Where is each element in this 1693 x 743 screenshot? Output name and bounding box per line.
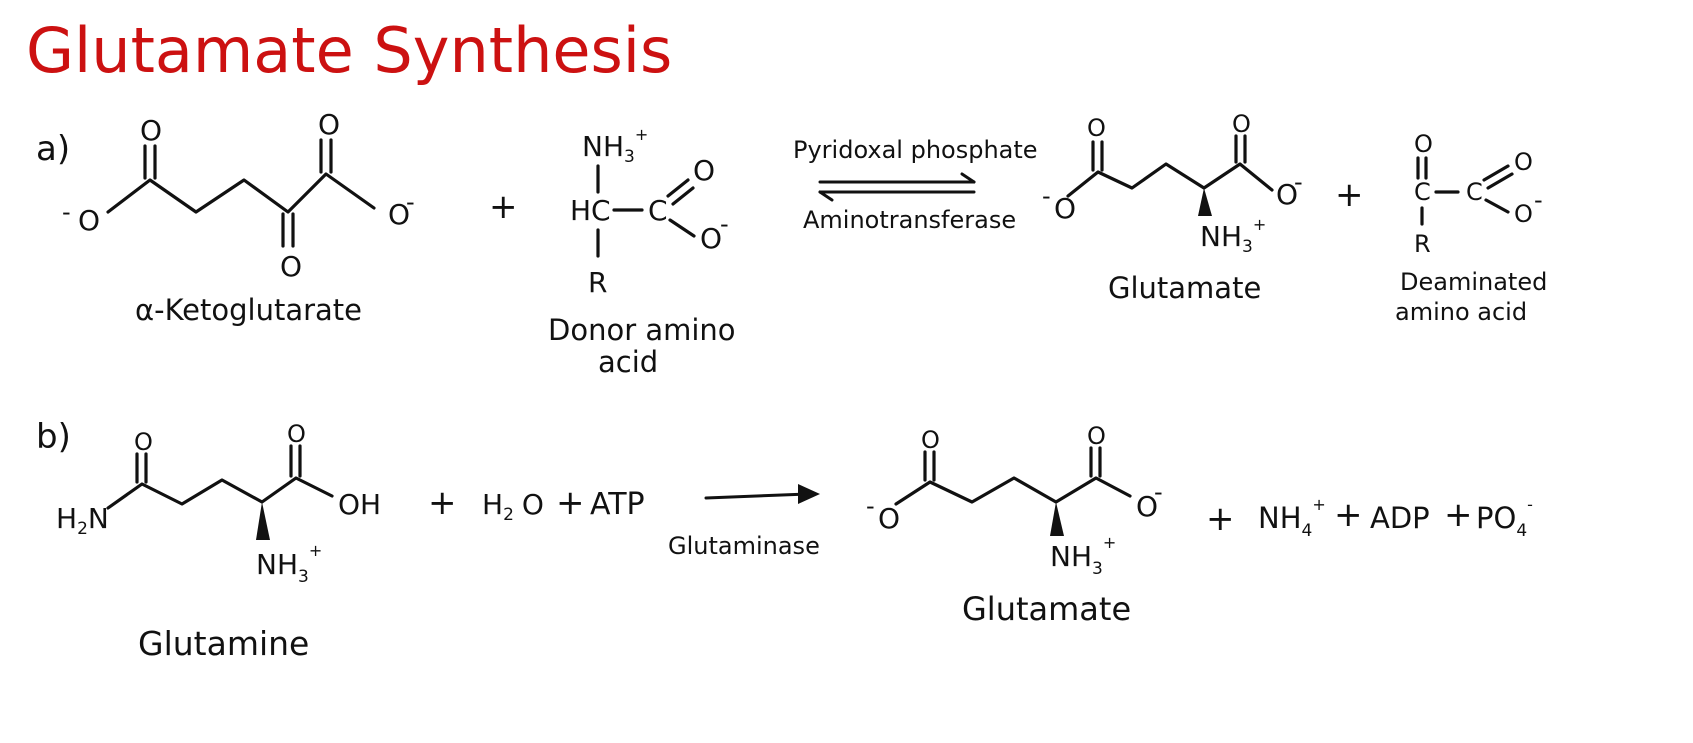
donor-o-single-bond	[668, 218, 696, 238]
glutamate-b-chain-bond	[894, 476, 1132, 506]
akg-chain-bond	[106, 172, 376, 214]
glutamine-amine: NH3+	[256, 541, 322, 587]
plus-sign-b3: +	[1206, 499, 1235, 539]
donor-double-bond-a	[666, 178, 690, 198]
akg-left-charge: -	[62, 198, 71, 226]
glutamine-label: Glutamine	[138, 624, 309, 663]
glutamine-amide-group: H2N	[56, 502, 109, 539]
deaminated-carboxyl-double-a	[1482, 164, 1510, 182]
glutamine-oxygen-right: O	[287, 420, 306, 448]
glutamate-label-a: Glutamate	[1108, 271, 1261, 305]
deaminated-label-line2: amino acid	[1395, 298, 1527, 326]
glutamate-a-oxygen-right: O	[1232, 110, 1251, 138]
donor-hc-label: HC	[570, 194, 611, 227]
alpha-ketoglutarate-structure: O O O - O O -	[62, 108, 415, 283]
reaction-arrow-head	[798, 484, 820, 504]
donor-r-group: R	[588, 266, 607, 299]
donor-carbonyl-oxygen: O	[693, 154, 715, 187]
donor-carboxyl-carbon: C	[648, 194, 668, 227]
deaminated-oxygen-charge: -	[1534, 186, 1543, 214]
akg-oxygen-3: O	[280, 250, 302, 283]
glutamine-structure: H2N O O OH NH3+	[56, 420, 381, 587]
plus-sign-a2: +	[1335, 175, 1364, 215]
step-label-b: b)	[36, 417, 71, 457]
glutamate-b-oxygen-right: O	[1087, 422, 1106, 450]
deaminated-oxygen: O	[1514, 200, 1533, 228]
glutamate-b-right-oxygen: O	[1136, 490, 1158, 523]
glutamate-a-chain-bond	[1066, 162, 1274, 198]
donor-oxygen-charge: -	[720, 210, 729, 238]
glutamate-a-amine: NH3+	[1200, 215, 1266, 257]
cofactor-label: Pyridoxal phosphate	[793, 136, 1038, 164]
adp-label: ADP	[1370, 501, 1430, 535]
deaminated-carbon-1: C	[1414, 178, 1431, 206]
akg-right-oxygen: O	[388, 198, 410, 231]
plus-sign-b4: +	[1334, 495, 1363, 535]
akg-right-charge: -	[406, 188, 415, 216]
deaminated-keto-oxygen: O	[1414, 130, 1433, 158]
glutamate-b-left-charge: -	[866, 492, 875, 520]
akg-oxygen-1: O	[140, 114, 162, 147]
donor-nh3-label: NH3+	[582, 125, 648, 167]
glutamine-hydroxyl: OH	[338, 488, 381, 521]
akg-left-oxygen: O	[78, 204, 100, 237]
reaction-arrow-line	[704, 492, 810, 500]
donor-amino-acid-label-line1: Donor amino	[548, 313, 736, 347]
forward-arrow-head	[960, 172, 976, 184]
deaminated-carboxyl-oxygen: O	[1514, 148, 1533, 176]
deaminated-r-group: R	[1414, 230, 1431, 258]
plus-sign-b1: +	[428, 483, 457, 523]
deaminated-label-line1: Deaminated	[1400, 268, 1547, 296]
deaminated-o-single-bond	[1484, 198, 1510, 214]
glutamate-b-amine: NH3+	[1050, 533, 1116, 579]
reverse-arrow-head	[818, 190, 834, 202]
deaminated-carboxyl-double-b	[1486, 172, 1514, 190]
deaminated-amino-acid-structure: O C C O O - R	[1414, 130, 1543, 258]
glutaminase-label: Glutaminase	[668, 532, 820, 560]
phosphate-formula: PO4-	[1476, 495, 1533, 541]
donor-double-bond-b	[671, 186, 695, 206]
glutamine-oxygen-left: O	[134, 428, 153, 456]
step-label-a: a)	[36, 129, 70, 169]
donor-amino-acid-label-line2: acid	[598, 345, 658, 379]
ammonium-formula: NH4+	[1258, 495, 1326, 541]
plus-sign-b5: +	[1444, 495, 1473, 535]
glutamate-a-oxygen-left: O	[1087, 114, 1106, 142]
glutamate-a-left-charge: -	[1042, 182, 1051, 210]
glutamine-wedge-bond	[256, 502, 270, 540]
deaminated-carbon-2: C	[1466, 178, 1483, 206]
glutamate-structure-a: O O - O O - NH3+	[1042, 110, 1303, 257]
equilibrium-arrow	[818, 172, 976, 202]
glutamate-structure-b: O O - O O - NH3+	[866, 422, 1163, 579]
akg-oxygen-2: O	[318, 108, 340, 141]
glutamate-a-right-charge: -	[1294, 168, 1303, 196]
atp-label: ATP	[590, 487, 645, 522]
glutamate-b-right-charge: -	[1154, 478, 1163, 506]
glutamate-a-left-oxygen: O	[1054, 192, 1076, 225]
glutamate-b-left-oxygen: O	[878, 502, 900, 535]
plus-sign-b2: +	[556, 483, 585, 523]
aminotransferase-label: Aminotransferase	[803, 206, 1016, 234]
glutaminase-reaction-arrow	[704, 484, 820, 504]
glutamate-b-wedge-bond	[1050, 502, 1064, 536]
glutamine-chain-bond	[106, 476, 334, 510]
donor-amino-acid-structure: NH3+ HC C O O - R	[570, 125, 729, 299]
plus-sign-a1: +	[489, 187, 518, 227]
alpha-ketoglutarate-label: α-Ketoglutarate	[135, 293, 362, 327]
donor-oxygen: O	[700, 222, 722, 255]
glutamate-b-oxygen-left: O	[921, 426, 940, 454]
glutamate-a-wedge-bond	[1198, 188, 1212, 216]
diagram-title: Glutamate Synthesis	[26, 14, 672, 87]
glutamate-label-b: Glutamate	[962, 590, 1131, 628]
glutamate-a-right-oxygen: O	[1276, 178, 1298, 211]
